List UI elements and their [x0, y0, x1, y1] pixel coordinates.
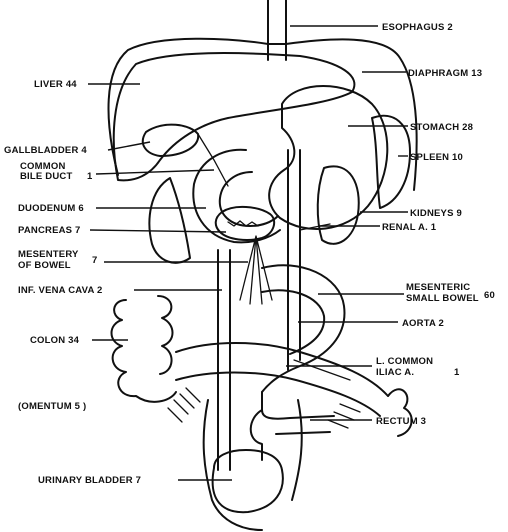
liver-shape — [114, 53, 355, 180]
label-mesentery-line2: OF BOWEL — [18, 260, 71, 271]
urinary-bladder-shape — [213, 450, 283, 512]
label-gallbladder: GALLBLADDER 4 — [4, 145, 87, 156]
label-spleen: SPLEEN 10 — [410, 152, 463, 163]
label-liver: LIVER 44 — [34, 79, 77, 90]
bile-duct-shape — [198, 134, 228, 186]
descending-colon-shape — [388, 389, 412, 436]
kidney-left-shape — [318, 166, 359, 243]
organ-drawings — [109, 0, 417, 530]
label-mesenteric-number: 60 — [484, 290, 495, 301]
label-iliac-line2: ILIAC A. — [376, 367, 414, 378]
colon-shape — [112, 296, 177, 402]
label-renal-a: RENAL A. 1 — [382, 222, 437, 233]
duodenum-shape — [193, 150, 280, 243]
label-iliac-number: 1 — [454, 367, 460, 378]
label-bile-duct-line2: BILE DUCT — [20, 171, 72, 182]
label-mesenteric-line1: MESENTERIC — [406, 282, 470, 293]
label-omentum: (OMENTUM 5 ) — [18, 401, 86, 412]
rectum-shape — [251, 392, 334, 460]
label-duodenum: DUODENUM 6 — [18, 203, 84, 214]
label-rectum: RECTUM 3 — [376, 416, 426, 427]
iliac-artery-shape — [294, 360, 350, 380]
label-iliac-line1: L. COMMON — [376, 356, 433, 367]
leader-pancreas — [90, 230, 226, 232]
labels: ESOPHAGUS 2 LIVER 44 DIAPHRAGM 13 STOMAC… — [4, 22, 495, 486]
label-kidneys: KIDNEYS 9 — [410, 208, 462, 219]
label-pancreas: PANCREAS 7 — [18, 225, 81, 236]
label-mesentery-line1: MESENTERY — [18, 249, 79, 260]
label-stomach: STOMACH 28 — [410, 122, 473, 133]
kidney-right-shape — [149, 178, 190, 263]
leader-bile-duct — [96, 170, 214, 174]
label-bile-duct-number: 1 — [87, 171, 93, 182]
label-colon: COLON 34 — [30, 335, 80, 346]
label-mesenteric-line2: SMALL BOWEL — [406, 293, 479, 304]
label-vena-cava: INF. VENA CAVA 2 — [18, 285, 103, 296]
spleen-shape — [372, 116, 410, 208]
aorta-shape — [288, 150, 300, 370]
label-mesentery-number: 7 — [92, 255, 97, 266]
esophagus-shape — [268, 0, 286, 60]
label-esophagus: ESOPHAGUS 2 — [382, 22, 453, 33]
inf-vena-cava-shape — [218, 250, 230, 470]
hatching-left — [168, 388, 200, 422]
label-urinary-bladder: URINARY BLADDER 7 — [38, 475, 141, 486]
gallbladder-shape — [143, 125, 198, 156]
label-aorta: AORTA 2 — [402, 318, 444, 329]
label-diaphragm: DIAPHRAGM 13 — [408, 68, 482, 79]
mesentery-shape — [240, 236, 272, 304]
